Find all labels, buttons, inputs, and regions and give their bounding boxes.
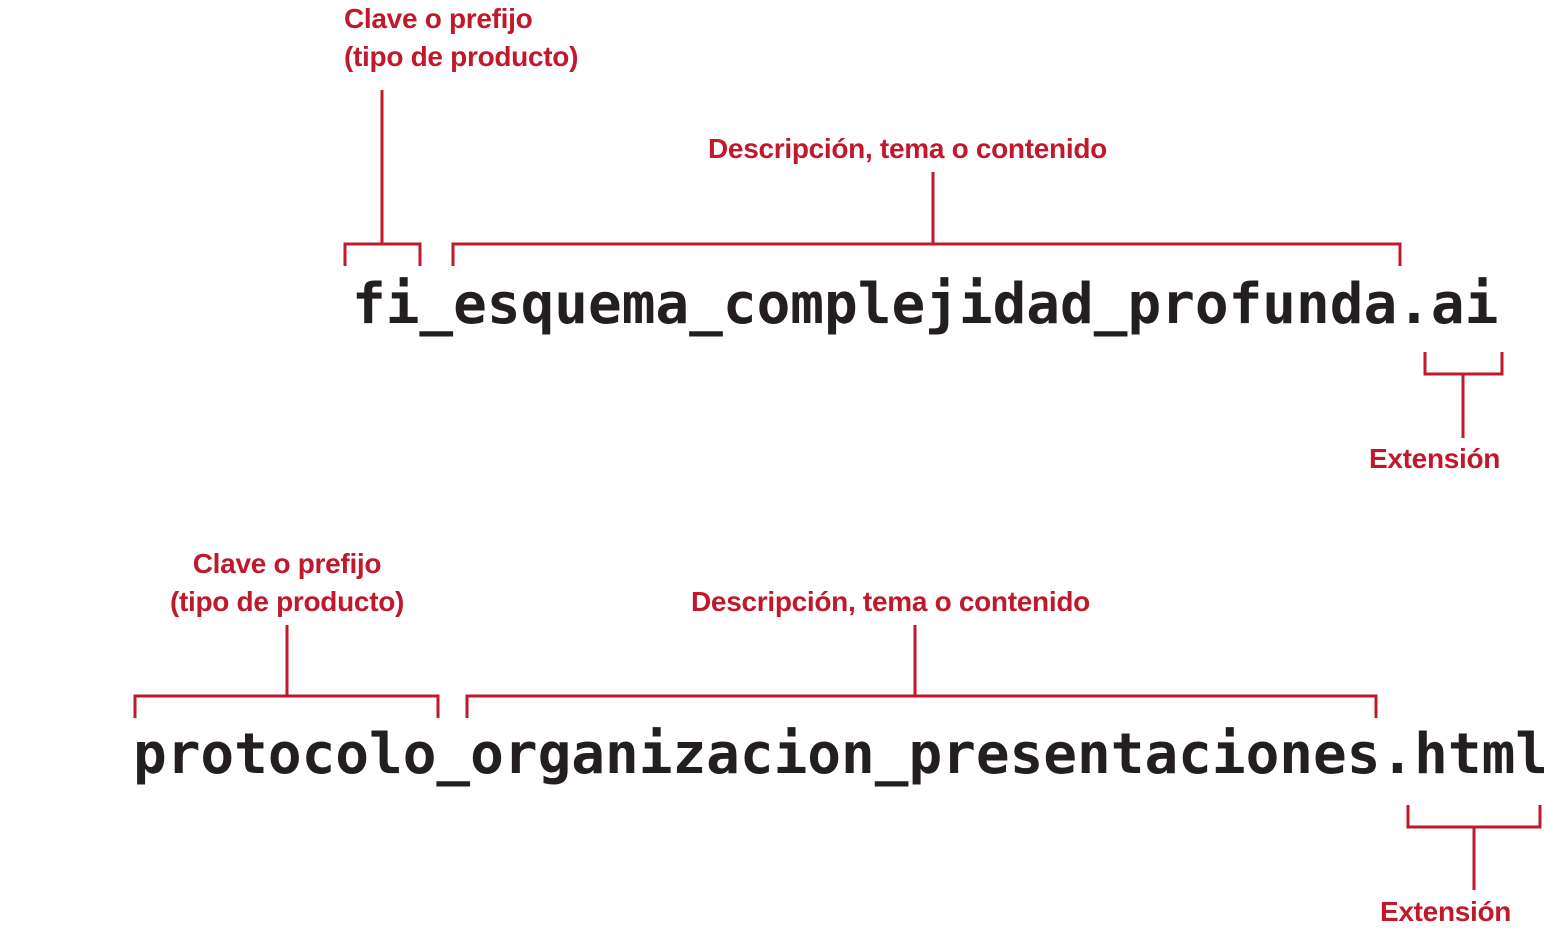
example-2-prefix-label: Clave o prefijo (tipo de producto)	[146, 545, 428, 621]
example-1-filename: fi_esquema_complejidad_profunda.ai	[352, 272, 1499, 337]
example-1-prefix-label-line1: Clave o prefijo	[344, 3, 533, 34]
example-1-prefix-bracket	[343, 242, 422, 266]
example-2-prefix-label-line2: (tipo de producto)	[169, 586, 405, 617]
example-2-prefix-bracket	[133, 694, 440, 718]
example-1-prefix-label-line2: (tipo de producto)	[344, 41, 579, 72]
example-2-extension-bracket	[1406, 805, 1542, 829]
example-2-description-bracket	[465, 694, 1378, 718]
example-1-description-bracket	[451, 242, 1402, 266]
example-2-description-label: Descripción, tema o contenido	[691, 586, 1090, 617]
example-2-filename: protocolo_organizacion_presentaciones.ht…	[133, 722, 1544, 787]
example-1-description-label: Descripción, tema o contenido	[708, 133, 1107, 164]
example-2-extension-label: Extensión	[1380, 896, 1512, 927]
example-2-prefix-label-line1: Clave o prefijo	[192, 548, 382, 579]
example-1-extension-label: Extensión	[1369, 443, 1501, 474]
example-1-extension-bracket	[1423, 352, 1504, 376]
example-1-prefix-label: Clave o prefijo (tipo de producto)	[344, 0, 578, 76]
